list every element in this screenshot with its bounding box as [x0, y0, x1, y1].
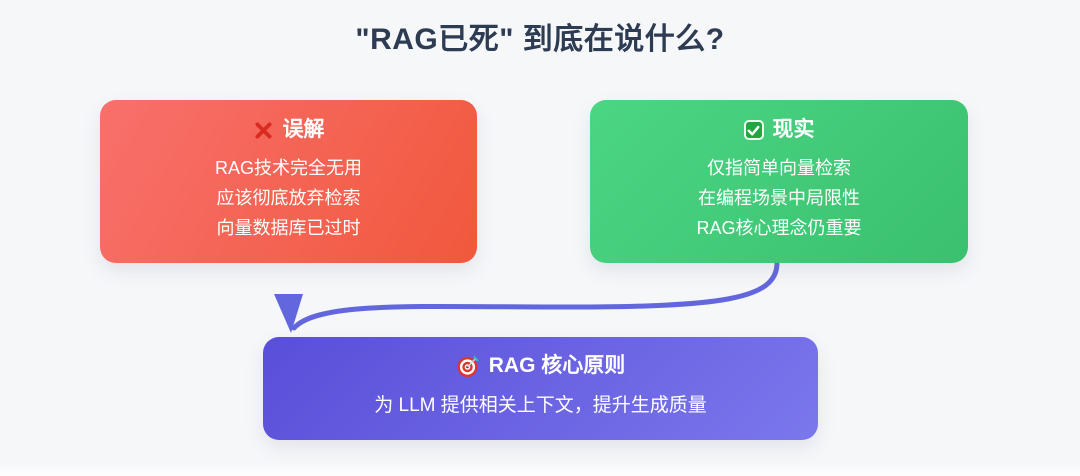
- bottom-fade-strip: [0, 463, 1080, 476]
- principle-body: 为 LLM 提供相关上下文，提升生成质量: [374, 395, 707, 416]
- reality-line: 在编程场景中局限性: [698, 188, 860, 208]
- dart-target-icon: [456, 354, 480, 378]
- reality-line: RAG核心理念仍重要: [696, 218, 862, 238]
- misconception-line: 向量数据库已过时: [216, 218, 361, 238]
- misconception-header: 误解: [253, 117, 325, 143]
- page-title: "RAG已死" 到底在说什么?: [355, 23, 725, 56]
- reality-card: 现实 仅指简单向量检索 在编程场景中局限性 RAG核心理念仍重要: [590, 100, 968, 263]
- principle-header-label: RAG 核心原则: [488, 354, 626, 377]
- reality-header: 现实: [743, 117, 815, 143]
- reality-header-label: 现实: [772, 118, 815, 141]
- reality-line: 仅指简单向量检索: [707, 158, 851, 178]
- misconception-line: 应该彻底放弃检索: [216, 188, 361, 208]
- check-mark-icon: [743, 120, 764, 140]
- cross-mark-icon: [253, 120, 274, 141]
- principle-header: RAG 核心原则: [456, 353, 626, 379]
- connector-arrowhead-icon: [274, 294, 303, 333]
- misconception-card: 误解 RAG技术完全无用 应该彻底放弃检索 向量数据库已过时: [100, 100, 477, 263]
- misconception-line: RAG技术完全无用: [214, 158, 362, 178]
- misconception-header-label: 误解: [282, 118, 325, 141]
- principle-card: RAG 核心原则 为 LLM 提供相关上下文，提升生成质量: [263, 337, 818, 440]
- connector-curve: [291, 260, 780, 331]
